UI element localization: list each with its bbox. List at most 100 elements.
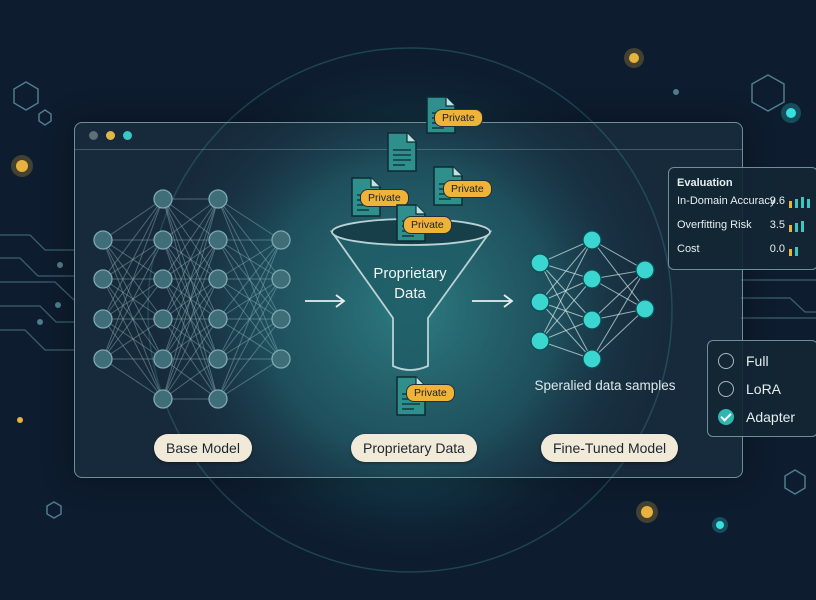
network-node (208, 189, 228, 209)
network-node (271, 309, 291, 329)
network-edge (162, 318, 219, 360)
circuit-traces-right (741, 279, 816, 319)
samples-caption: Speralied data samples (534, 378, 676, 393)
metric-bars-icon (789, 197, 810, 208)
window-control-maximize[interactable] (123, 131, 132, 140)
private-tag: Private (360, 189, 409, 207)
option-full[interactable]: Full (718, 352, 813, 372)
metric-label: Overfitting Risk (677, 219, 752, 231)
evaluation-title: Evaluation (677, 177, 733, 189)
private-tag: Private (434, 109, 483, 127)
option-lora[interactable]: LoRA (718, 380, 813, 400)
network-edge (102, 239, 164, 280)
network-edge (162, 198, 219, 241)
fine-tuned-model-label: Fine-Tuned Model (541, 434, 679, 462)
fine-tuned-network (530, 230, 655, 369)
network-edge (539, 278, 593, 342)
network-edge (591, 278, 646, 310)
radio-button[interactable] (718, 381, 734, 397)
network-node (153, 230, 173, 250)
network-node (93, 349, 113, 369)
window-control-close[interactable] (89, 131, 98, 140)
network-edge (102, 278, 164, 320)
network-edge (162, 278, 219, 320)
metric-label: Cost (677, 243, 700, 255)
network-node (582, 230, 602, 250)
network-node (153, 389, 173, 409)
network-edge (102, 239, 164, 320)
network-edge (102, 318, 164, 400)
network-edge (217, 198, 282, 280)
radio-button[interactable] (718, 353, 734, 369)
network-edge (162, 318, 219, 400)
network-edge (591, 269, 646, 321)
hexagon-icon (13, 74, 806, 519)
network-node (582, 310, 602, 330)
network-edge (162, 278, 219, 320)
network-edge (539, 239, 593, 303)
network-edge (102, 358, 164, 400)
circuit-traces-left (0, 234, 75, 351)
network-node (582, 349, 602, 369)
network-edge (102, 278, 164, 400)
option-label: Adapter (746, 409, 796, 425)
network-edge (162, 358, 219, 400)
network-edge (102, 198, 164, 241)
glow-ring (147, 47, 673, 573)
network-edge (217, 318, 282, 360)
network-edge (162, 198, 219, 320)
network-node (153, 349, 173, 369)
network-node (271, 230, 291, 250)
evaluation-panel: Evaluation In-Domain Accuracy 9.6 Overfi… (668, 167, 816, 270)
arrow-right-icon (305, 294, 346, 308)
network-node (635, 260, 655, 280)
network-node (208, 230, 228, 250)
network-node (208, 349, 228, 369)
private-tag: Private (403, 216, 452, 234)
document-icon (387, 132, 417, 177)
option-label: LoRA (746, 381, 782, 397)
metric-row: In-Domain Accuracy 9.6 (677, 195, 813, 211)
network-edge (162, 278, 219, 360)
network-node (530, 292, 550, 312)
network-edge (539, 239, 593, 342)
network-edge (162, 198, 219, 241)
window-control-minimize[interactable] (106, 131, 115, 140)
checkmark-icon[interactable] (718, 409, 734, 425)
network-node (208, 269, 228, 289)
base-model-network (93, 189, 291, 409)
network-edge (217, 239, 282, 360)
network-edge (102, 278, 164, 360)
network-edge (162, 239, 219, 360)
network-node (93, 309, 113, 329)
method-options-panel: Full LoRA Adapter (707, 340, 816, 437)
network-edge (102, 318, 164, 360)
network-node (93, 230, 113, 250)
network-edge (162, 358, 219, 400)
network-edge (162, 198, 219, 400)
private-tag: Private (443, 180, 492, 198)
network-edge (217, 239, 282, 280)
metric-bars-icon (789, 247, 798, 256)
network-edge (162, 239, 219, 320)
metric-value: 0.0 (769, 243, 785, 255)
proprietary-data-label: Proprietary Data (351, 434, 477, 462)
network-node (530, 253, 550, 273)
network-node (271, 269, 291, 289)
network-edge (162, 318, 219, 360)
network-edge (217, 278, 282, 320)
network-edge (217, 239, 282, 280)
metric-value: 3.5 (769, 219, 785, 231)
network-edge (217, 198, 282, 320)
network-edge (162, 198, 219, 400)
option-adapter[interactable]: Adapter (718, 408, 813, 428)
network-edge (217, 198, 282, 360)
network-edge (162, 318, 219, 400)
network-edge (217, 198, 282, 241)
network-edge (102, 239, 164, 400)
network-edge (162, 239, 219, 320)
network-node (635, 299, 655, 319)
network-edge (102, 278, 164, 320)
network-edge (217, 239, 282, 320)
